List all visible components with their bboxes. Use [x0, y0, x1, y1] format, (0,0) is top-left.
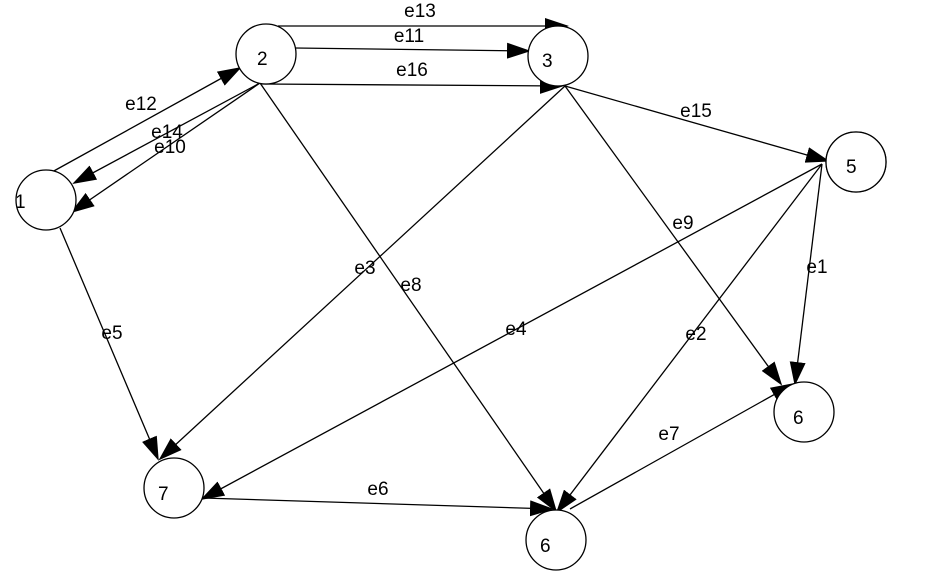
edge-label-e5: e5 [101, 323, 122, 344]
edge-label-e1: e1 [806, 257, 827, 278]
node-circle-1 [15, 169, 77, 231]
node-1: 1 [15, 169, 77, 231]
edge-labels-layer: e1 e2 e3 e4 e5 e6 e7 e8 e9 e10 e11 e12 e13 e14 e15 e16 [101, 1, 827, 500]
edge-e3 [158, 85, 566, 461]
node-circle-3 [527, 25, 589, 87]
edge-e14 [72, 82, 261, 184]
node-label-7: 7 [158, 484, 169, 505]
edge-e1 [789, 163, 823, 386]
node-circle-6b [525, 509, 587, 571]
node-label-5: 5 [846, 157, 857, 178]
edge-e11 [294, 42, 531, 59]
edge-e6 [202, 497, 554, 517]
edge-label-e12: e12 [125, 94, 157, 115]
edge-label-e6: e6 [367, 479, 388, 500]
edge-e9 [564, 85, 783, 386]
node-6b: 6 [525, 509, 587, 571]
node-5: 5 [825, 131, 887, 193]
edge-e5 [59, 227, 159, 461]
edge-label-e15: e15 [680, 101, 712, 122]
node-3: 3 [527, 25, 589, 87]
edge-e16 [261, 77, 564, 94]
edge-e10 [70, 82, 261, 214]
edges-layer [51, 18, 830, 517]
node-label-2: 2 [257, 49, 268, 70]
edge-e8 [259, 82, 558, 513]
edge-label-e13: e13 [404, 1, 436, 22]
edge-label-e3: e3 [354, 258, 375, 279]
node-label-6a: 6 [793, 408, 804, 429]
node-2: 2 [235, 23, 297, 85]
node-7: 7 [143, 457, 205, 519]
edge-e12 [51, 67, 242, 173]
edge-e7 [569, 383, 795, 510]
node-label-3: 3 [542, 51, 553, 72]
edge-label-e8: e8 [400, 275, 421, 296]
edge-label-e7: e7 [658, 424, 679, 445]
edge-label-e16: e16 [396, 60, 428, 81]
edge-label-e10: e10 [154, 137, 186, 158]
edge-e15 [564, 85, 830, 163]
edge-e4 [200, 163, 823, 500]
node-label-6b: 6 [540, 536, 551, 557]
edge-label-e2: e2 [685, 324, 706, 345]
node-circle-6a [773, 381, 835, 443]
node-6a: 6 [773, 381, 835, 443]
node-circle-5 [825, 131, 887, 193]
node-circle-7 [143, 457, 205, 519]
node-label-1: 1 [15, 192, 26, 213]
edge-label-e4: e4 [505, 319, 527, 340]
edge-label-e14: e14 [151, 122, 183, 143]
node-circle-2 [235, 23, 297, 85]
edge-label-e9: e9 [672, 213, 693, 234]
edge-e2 [555, 163, 823, 514]
edge-label-e11: e11 [394, 26, 424, 47]
nodes-layer: 12345667 [15, 23, 887, 571]
